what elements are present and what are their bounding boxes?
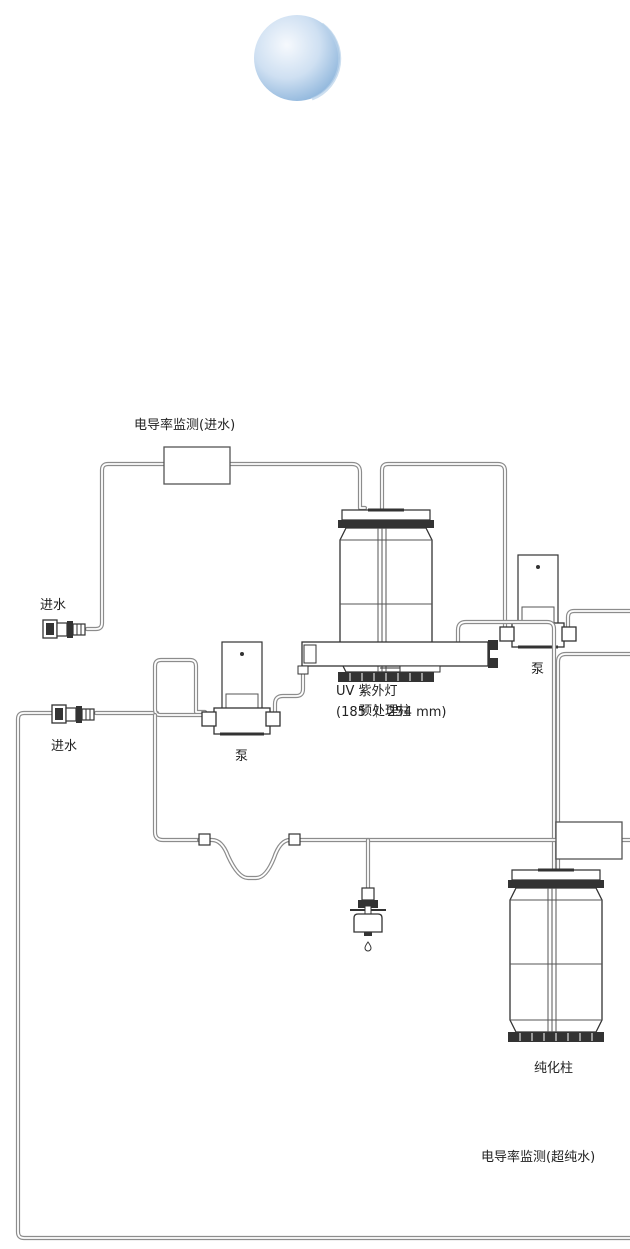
- dispense-valve-icon: [350, 887, 386, 952]
- uv-lamp-icon: [297, 640, 498, 675]
- conductivity-monitor-inlet: [163, 446, 231, 485]
- pipe-dip-loop: [196, 837, 630, 881]
- label-uv-wavelength: (185 ｜ 254 mm): [336, 705, 447, 720]
- label-purification: 纯化柱: [534, 1061, 574, 1076]
- label-conductivity-inlet: 电导率监测(进水): [134, 418, 236, 433]
- pump-icon: [499, 554, 577, 649]
- label-conductivity-outlet: 电导率监测(超纯水): [481, 1150, 596, 1165]
- sphere-icon: [254, 15, 342, 101]
- fitting-right: [288, 833, 301, 846]
- pipe-uv-to-purifier: [455, 619, 557, 873]
- pipe-pump-out-top: [559, 608, 630, 633]
- pipe-pretreat-to-pump: [379, 461, 508, 631]
- label-inlet-top: 进水: [40, 598, 67, 613]
- pipe-pump-to-uv: [265, 669, 306, 719]
- pipe-inlet-top: [84, 461, 368, 632]
- label-uv-lamp: UV 紫外灯: [336, 684, 398, 699]
- label-pump-bottom: 泵: [235, 749, 249, 764]
- label-inlet-bottom: 进水: [51, 739, 78, 754]
- pipe-purifier-out: [555, 651, 630, 873]
- conductivity-monitor-outlet: [555, 821, 623, 860]
- pipe-junction-main: [152, 657, 208, 843]
- inlet-connector-icon: [42, 619, 86, 639]
- label-pretreatment: 预处理柱: [359, 704, 412, 719]
- inlet-connector-icon: [51, 704, 95, 724]
- pump-icon: [201, 641, 281, 736]
- label-pump-top: 泵: [531, 662, 545, 677]
- fitting-left: [198, 833, 211, 846]
- pipe-return-loop: [15, 710, 630, 1241]
- cartridge-icon: [508, 868, 604, 1042]
